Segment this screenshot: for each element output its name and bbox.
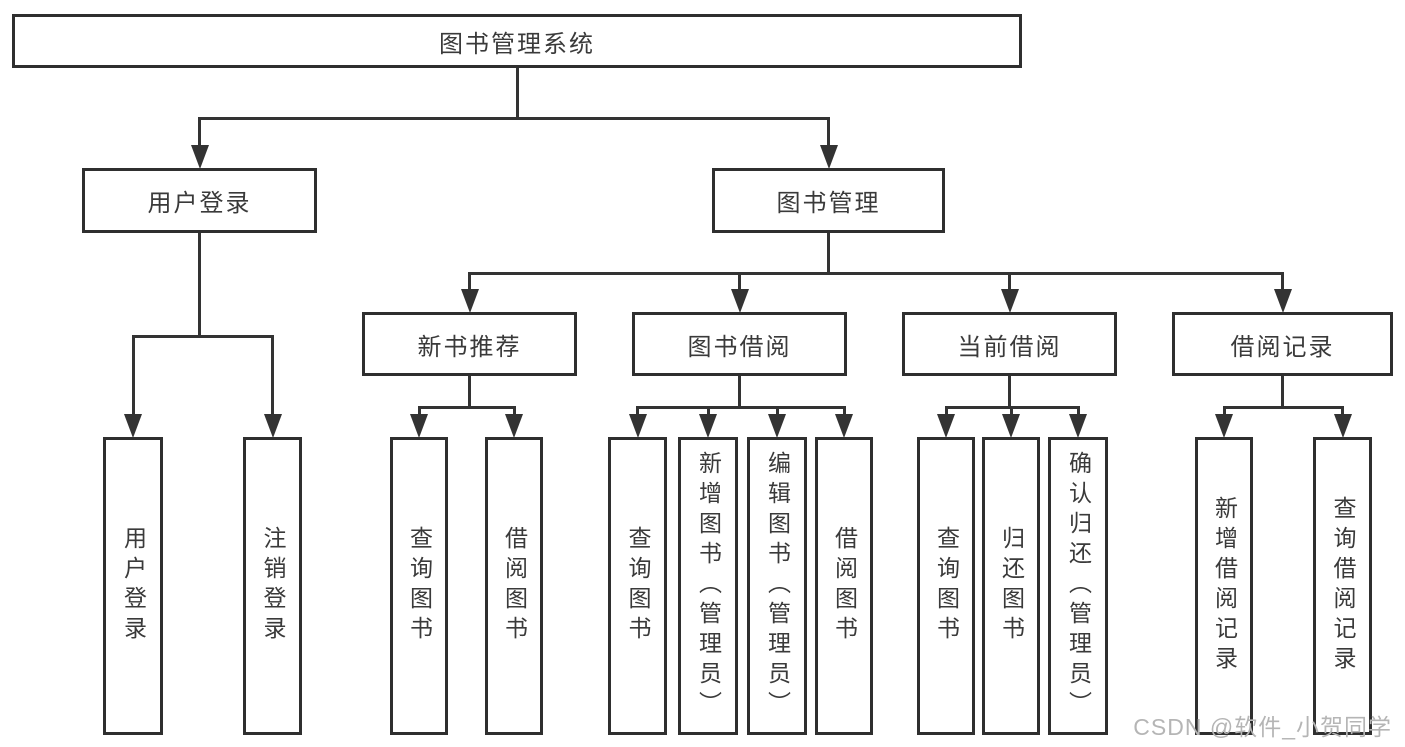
watermark: CSDN @软件_小贺同学 <box>1133 714 1392 740</box>
connector-stem <box>827 233 830 275</box>
node-book-borrowing: 图书借阅 <box>632 312 847 376</box>
connector-drop <box>271 335 274 417</box>
arrow-down-icon <box>937 414 955 438</box>
connector-drop <box>512 406 516 417</box>
node-new-book-recommend: 新书推荐 <box>362 312 577 376</box>
arrow-down-icon <box>263 414 282 438</box>
connector-drop <box>944 406 948 417</box>
node-query-books-recommend: 查询图书 <box>390 437 448 735</box>
connector-branch <box>468 272 1284 275</box>
node-add-books-admin: 新增图书（管理员） <box>678 437 738 735</box>
node-current-borrowing: 当前借阅 <box>902 312 1117 376</box>
connector-drop <box>198 117 201 148</box>
node-borrow-books-recommend: 借阅图书 <box>485 437 543 735</box>
connector-drop <box>842 406 846 417</box>
arrow-down-icon <box>1215 414 1233 438</box>
node-label: 用户登录 <box>147 190 252 217</box>
node-confirm-return-admin: 确认归还（管理员） <box>1048 437 1108 735</box>
node-label: 新增借阅记录 <box>1211 496 1238 676</box>
arrow-down-icon <box>190 145 209 169</box>
connector-branch <box>198 117 830 120</box>
node-label: 编辑图书（管理员） <box>764 451 791 721</box>
node-label: 用户登录 <box>120 526 147 646</box>
arrow-down-icon <box>460 289 479 313</box>
node-label: 借阅图书 <box>831 526 858 646</box>
arrow-down-icon <box>768 414 786 438</box>
node-root: 图书管理系统 <box>12 14 1022 68</box>
node-label: 图书管理系统 <box>439 30 595 58</box>
connector-branch <box>417 406 516 409</box>
arrow-down-icon <box>699 414 717 438</box>
connector-drop <box>636 406 639 417</box>
arrow-down-icon <box>819 145 838 169</box>
node-label: 图书管理 <box>776 190 881 217</box>
node-query-books-borrow: 查询图书 <box>608 437 667 735</box>
connector-stem <box>198 233 201 338</box>
node-label: 查询借阅记录 <box>1330 496 1356 676</box>
arrow-down-icon <box>1000 289 1019 313</box>
node-label: 确认归还（管理员） <box>1065 451 1092 721</box>
arrow-down-icon <box>410 414 428 438</box>
connector-stem <box>468 376 471 409</box>
node-borrow-books-op: 借阅图书 <box>815 437 873 735</box>
arrow-down-icon <box>835 414 853 438</box>
node-label: 新增图书（管理员） <box>695 451 722 721</box>
arrow-down-icon <box>1069 414 1087 438</box>
arrow-down-icon <box>124 414 142 438</box>
node-label: 查询图书 <box>625 526 651 646</box>
connector-stem <box>515 68 519 120</box>
connector-drop <box>468 272 471 292</box>
connector-stem <box>1281 376 1284 409</box>
arrow-down-icon <box>1333 414 1352 438</box>
node-label: 当前借阅 <box>957 333 1062 361</box>
connector-drop <box>1222 406 1226 417</box>
connector-branch <box>1222 406 1344 409</box>
arrow-down-icon <box>730 289 749 313</box>
arrow-down-icon <box>1002 414 1020 438</box>
arrow-down-icon <box>505 414 523 438</box>
node-query-books-current: 查询图书 <box>917 437 975 735</box>
node-query-borrow-record: 查询借阅记录 <box>1313 437 1372 735</box>
node-label: 新书推荐 <box>417 333 522 361</box>
arrow-down-icon <box>628 414 647 438</box>
connector-drop <box>1008 272 1011 292</box>
connector-drop <box>417 406 421 417</box>
node-label: 查询图书 <box>406 526 433 646</box>
connector-stem <box>738 376 741 409</box>
connector-drop <box>1281 272 1284 292</box>
node-add-borrow-record: 新增借阅记录 <box>1195 437 1253 735</box>
node-label: 借阅图书 <box>501 526 528 646</box>
connector-drop <box>827 117 830 148</box>
arrow-down-icon <box>1273 289 1292 313</box>
node-return-books: 归还图书 <box>982 437 1040 735</box>
connector-stem <box>1008 376 1011 409</box>
node-label: 注销登录 <box>260 526 286 646</box>
connector-drop <box>738 272 741 292</box>
node-label: 图书借阅 <box>687 333 792 361</box>
node-logout-op: 注销登录 <box>243 437 302 735</box>
connector-drop <box>1076 406 1080 417</box>
connector-drop <box>131 335 135 417</box>
node-label: 查询图书 <box>933 526 960 646</box>
node-user-login-op: 用户登录 <box>103 437 163 735</box>
connector-drop <box>706 406 710 417</box>
node-borrowing-records: 借阅记录 <box>1172 312 1393 376</box>
connector-drop <box>1341 406 1344 417</box>
node-label: 归还图书 <box>998 526 1025 646</box>
connector-branch <box>636 406 846 409</box>
connector-branch <box>131 335 274 338</box>
connector-drop <box>775 406 779 417</box>
node-label: 借阅记录 <box>1230 333 1335 361</box>
node-edit-books-admin: 编辑图书（管理员） <box>747 437 807 735</box>
connector-drop <box>1009 406 1013 417</box>
node-user-login: 用户登录 <box>82 168 317 233</box>
node-book-management: 图书管理 <box>712 168 945 233</box>
